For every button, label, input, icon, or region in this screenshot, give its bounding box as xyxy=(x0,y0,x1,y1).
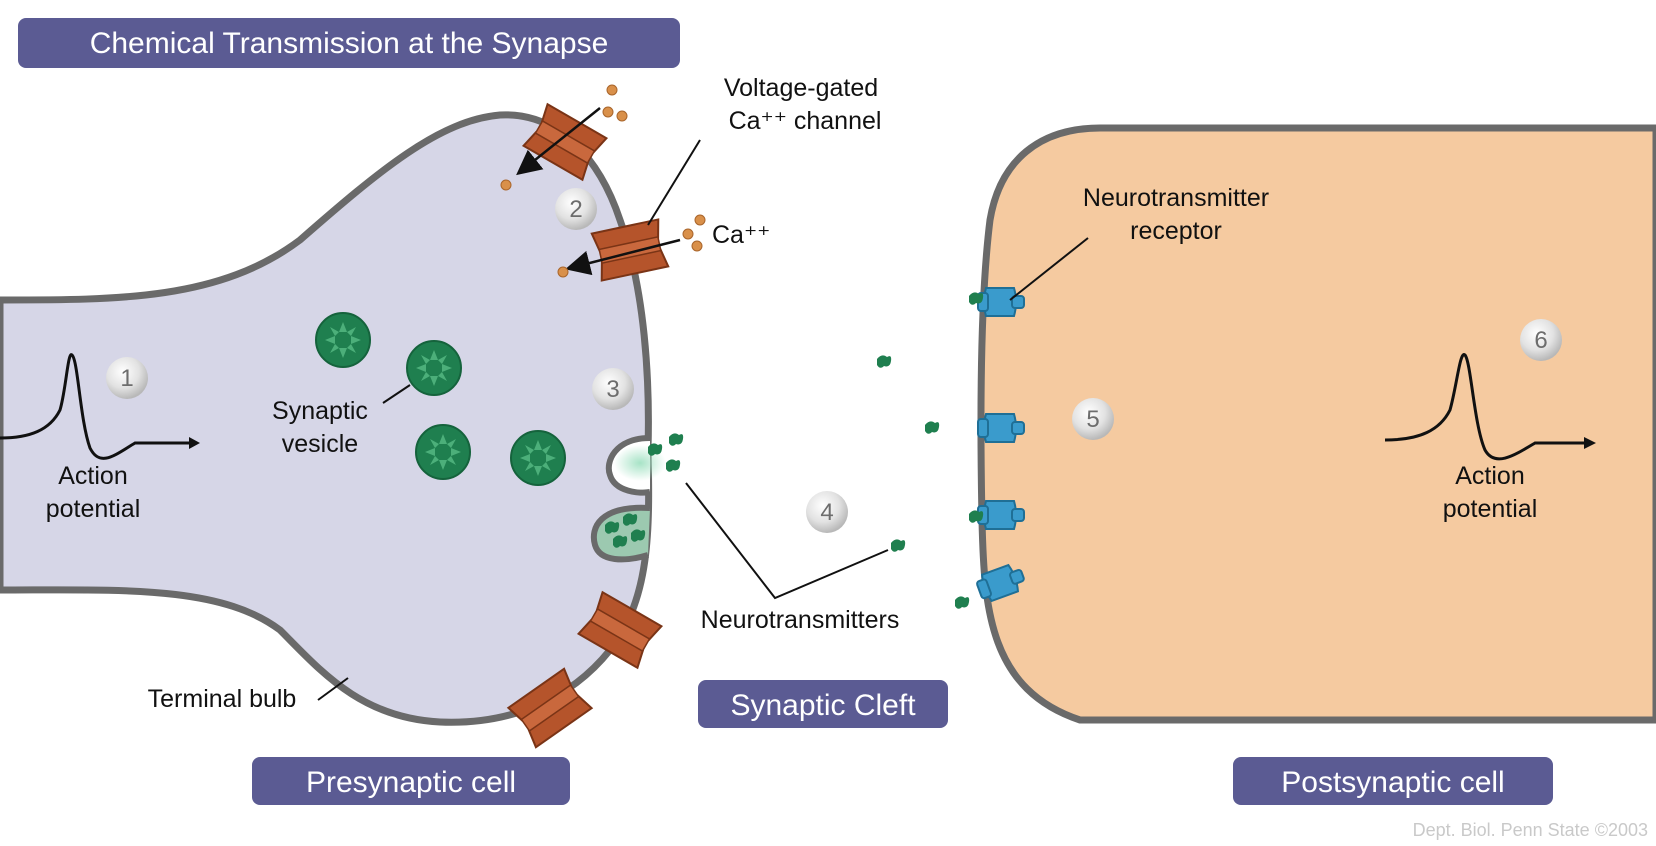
label-receptor-line2: receptor xyxy=(1130,217,1222,245)
leader-voltage-gated xyxy=(647,139,701,226)
synaptic-vesicle xyxy=(406,340,462,396)
action-potential-trace-left xyxy=(0,353,195,460)
label-calcium-ions: Ca⁺⁺ xyxy=(712,221,770,249)
postsynaptic-cell xyxy=(977,124,1656,724)
synaptic-vesicle xyxy=(415,424,471,480)
label-neurotransmitters: Neurotransmitters xyxy=(701,606,900,634)
label-synaptic-vesicle-line2: vesicle xyxy=(282,430,358,458)
svg-text:6: 6 xyxy=(1534,327,1547,354)
leader-terminal-bulb xyxy=(317,677,349,701)
label-action-potential-right-line2: potential xyxy=(1443,495,1538,523)
credit-text: Dept. Biol. Penn State ©2003 xyxy=(1413,820,1648,840)
label-voltage-gated-line1: Voltage-gated xyxy=(724,74,878,102)
step-marker-4: 4 xyxy=(806,491,848,533)
label-action-potential-left-line2: potential xyxy=(46,495,141,523)
calcium-influx-arrow-middle xyxy=(565,238,681,276)
neurotransmitter-receptor xyxy=(969,287,1025,317)
title-banner: Chemical Transmission at the Synapse xyxy=(18,18,680,68)
synaptic-vesicle xyxy=(510,430,566,486)
neurotransmitter-receptor xyxy=(969,500,1025,530)
label-synaptic-vesicle-line1: Synaptic xyxy=(272,397,368,425)
leader-synaptic-vesicle xyxy=(382,384,411,404)
calcium-ions xyxy=(500,84,706,278)
step-marker-3: 3 xyxy=(592,368,634,410)
label-terminal-bulb: Terminal bulb xyxy=(148,685,297,713)
label-action-potential-right-line1: Action xyxy=(1455,462,1524,490)
svg-text:2: 2 xyxy=(569,196,582,223)
svg-text:5: 5 xyxy=(1086,406,1099,433)
label-action-potential-left-line1: Action xyxy=(58,462,127,490)
svg-text:1: 1 xyxy=(120,365,133,392)
step-marker-2: 2 xyxy=(555,188,597,230)
action-potential-arrow-left xyxy=(189,437,200,449)
cleft-neurotransmitters xyxy=(648,355,970,609)
action-potential-trace-right xyxy=(1384,353,1590,461)
label-voltage-gated-line2: Ca⁺⁺ channel xyxy=(729,107,882,135)
step-marker-1: 1 xyxy=(106,357,148,399)
svg-text:4: 4 xyxy=(820,499,833,526)
label-receptor-line1: Neurotransmitter xyxy=(1083,184,1269,212)
region-label-presynaptic: Presynaptic cell xyxy=(306,766,516,799)
svg-text:3: 3 xyxy=(606,376,619,403)
synaptic-vesicle xyxy=(315,312,371,368)
step-marker-5: 5 xyxy=(1072,398,1114,440)
region-banner-cleft: Synaptic Cleft xyxy=(698,680,948,728)
region-label-postsynaptic: Postsynaptic cell xyxy=(1281,766,1504,799)
leader-receptor xyxy=(1009,237,1089,301)
region-label-cleft: Synaptic Cleft xyxy=(730,689,916,722)
page-title: Chemical Transmission at the Synapse xyxy=(90,27,609,60)
leader-neurotransmitters xyxy=(685,482,889,600)
step-marker-6: 6 xyxy=(1520,319,1562,361)
calcium-influx-arrow-top xyxy=(516,107,601,176)
region-banner-presynaptic: Presynaptic cell xyxy=(252,757,570,805)
action-potential-arrow-right xyxy=(1584,437,1596,449)
region-banner-postsynaptic: Postsynaptic cell xyxy=(1233,757,1553,805)
